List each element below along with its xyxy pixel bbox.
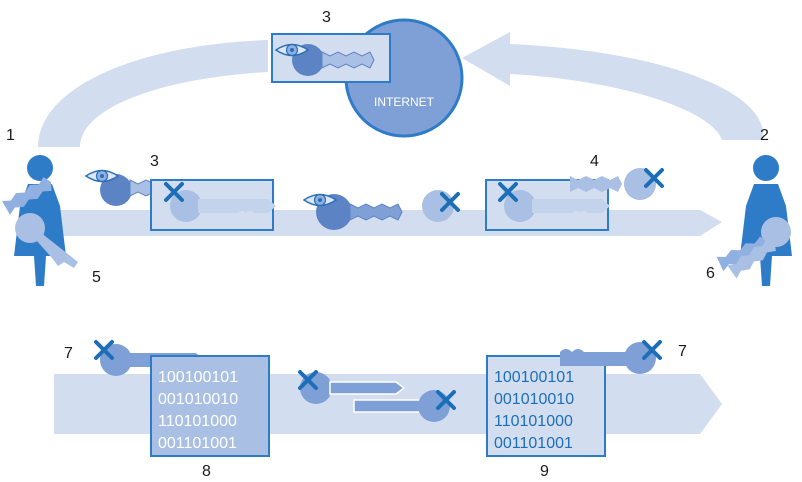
label-1: 1 <box>6 127 15 144</box>
internet-label: INTERNET <box>374 95 435 109</box>
key-icon-sender-pair <box>2 175 78 268</box>
binary-line: 100100101 <box>494 369 574 386</box>
key-pair-bottom-middle <box>298 370 456 422</box>
label-7-right: 7 <box>678 343 687 360</box>
private-key-right <box>560 340 662 374</box>
binary-line: 001101001 <box>494 435 573 452</box>
label-4: 4 <box>590 153 599 170</box>
binary-line: 100100101 <box>158 369 238 386</box>
label-6: 6 <box>706 265 715 282</box>
key-box-sender <box>150 179 276 231</box>
arc-arrow-left <box>38 40 268 147</box>
label-2: 2 <box>760 127 769 144</box>
binary-line: 001010010 <box>494 391 574 408</box>
binary-line: 001101001 <box>158 435 237 452</box>
binary-line: 001010010 <box>158 391 238 408</box>
label-3-top: 3 <box>322 9 331 26</box>
public-key-sender <box>85 169 183 206</box>
key-pair-middle <box>303 190 460 230</box>
label-3-mid: 3 <box>150 153 159 170</box>
label-9: 9 <box>540 463 549 480</box>
data-block-ciphertext: 100100101 001010010 110101000 001101001 <box>486 355 606 457</box>
label-5: 5 <box>92 269 101 286</box>
label-7-left: 7 <box>64 345 73 362</box>
binary-line: 110101000 <box>158 413 237 430</box>
public-key-card-top <box>271 33 391 83</box>
key-icon-receiver-pair <box>716 217 791 279</box>
private-key-receiver <box>570 168 664 200</box>
binary-line: 110101000 <box>494 413 573 430</box>
label-8: 8 <box>202 463 211 480</box>
arc-arrow-right <box>462 32 764 140</box>
data-block-plaintext: 100100101 001010010 110101000 001101001 <box>150 355 270 457</box>
